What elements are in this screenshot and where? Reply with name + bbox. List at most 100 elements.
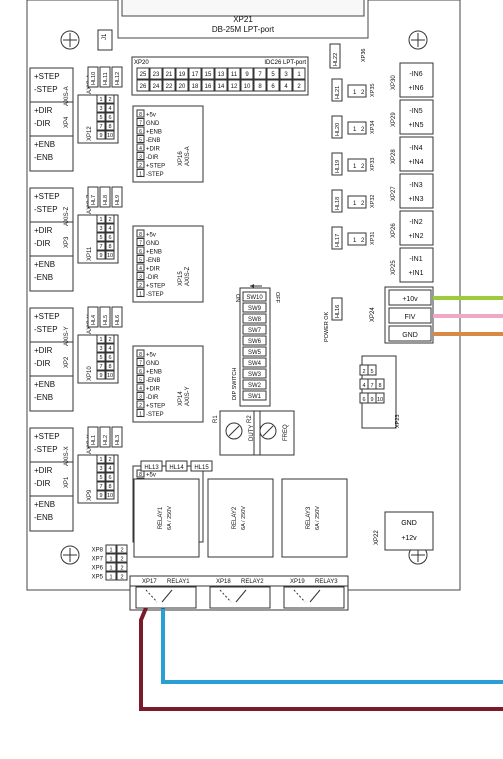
axis-pin-xp: XP12: [87, 126, 93, 141]
terminal-label: +DIR: [34, 226, 53, 235]
axis-pin: 9: [99, 133, 102, 139]
input-hl-label: HL19: [335, 160, 341, 173]
input-xp-label: XP26: [391, 223, 397, 238]
axis-pin: 3: [99, 466, 102, 472]
module-pin-label: +ENB: [146, 370, 162, 376]
axis-pin: 9: [99, 493, 102, 499]
input-side-xp: XP31: [370, 232, 376, 245]
module-pin-number: 6: [139, 249, 142, 255]
j1-label: J1: [102, 33, 108, 40]
relay-xp-label: XP17: [142, 579, 157, 585]
relay-xp-label: XP19: [290, 579, 305, 585]
input-label-neg: -IN6: [409, 71, 422, 78]
wires: [139, 296, 503, 711]
module-pin-label: -STEP: [146, 292, 164, 298]
dip-switch-item: SW9: [248, 306, 262, 312]
xp21-subtitle: DB-25M LPT-port: [212, 25, 275, 34]
axis-pin: 4: [108, 346, 111, 352]
input-label-neg: -IN2: [409, 219, 422, 226]
module-xp-label: XP16: [178, 151, 184, 166]
module-axis-label: AXIS-Y: [185, 386, 191, 406]
module-xp-label: XP14: [178, 391, 184, 406]
input-hl-label: HL21: [335, 86, 341, 99]
module-pin-number: 5: [139, 378, 142, 384]
axis-pin-xp: XP11: [87, 246, 93, 261]
xp20-pin: 2: [297, 84, 301, 90]
axis-side-xp: XP4: [64, 116, 70, 128]
axis-pin-xp: XP10: [87, 366, 93, 381]
input-side-xp: XP35: [370, 84, 376, 97]
module-pin-number: 7: [139, 121, 142, 127]
xp20-pin: 22: [166, 84, 173, 90]
dip-switch[interactable]: ON OFF DIP SWITCH SW10SW9SW8SW7SW6SW5SW4…: [232, 284, 280, 407]
relay-xp-name: RELAY3: [315, 579, 338, 585]
xp20-pin: 18: [192, 84, 199, 90]
axis-pin: 8: [108, 484, 111, 490]
hl-label: HL5: [103, 315, 109, 325]
xp20-pin: 16: [205, 84, 212, 90]
module-pin-label: +5v: [146, 233, 156, 239]
module-pin-number: 7: [139, 361, 142, 367]
dip-switch-item: SW6: [248, 339, 262, 345]
hl-label: HL9: [115, 195, 121, 205]
axis-pin: 2: [108, 97, 111, 103]
module-pin-label: +DIR: [146, 387, 161, 393]
small-xp-label: XP8: [92, 548, 104, 554]
xp20-pin: 5: [271, 72, 275, 78]
xp23-pin: 7: [370, 383, 373, 389]
relay-name: RELAY3: [306, 506, 312, 529]
axis-name: AXIS-A: [64, 86, 70, 106]
wire-maroon: [139, 607, 503, 711]
terminal-label: -DIR: [34, 239, 51, 248]
terminal-label: +ENB: [34, 260, 55, 269]
input-xp-label: XP25: [391, 260, 397, 275]
xp20-pin: 13: [218, 72, 225, 78]
dip-switch-item: SW8: [248, 317, 262, 323]
pot-name: R2: [247, 415, 253, 423]
xp20-pin: 17: [192, 72, 199, 78]
xp22-pin-12v: +12v: [401, 535, 417, 542]
module-pin-label: +STEP: [146, 284, 165, 290]
dip-switch-item: SW10: [246, 295, 263, 301]
input-pin: 2: [361, 90, 365, 96]
small-xp-pin: 2: [120, 566, 123, 572]
input-pin: 1: [353, 238, 357, 244]
terminal-label: +STEP: [34, 312, 60, 321]
module-pin-label: +DIR: [146, 147, 161, 153]
axis-pin: 6: [108, 355, 111, 361]
module-pin-number: 2: [139, 403, 142, 409]
axis-pin: 10: [107, 133, 113, 139]
module-pin-label: GND: [146, 241, 160, 247]
xp23-pin: 6: [362, 397, 365, 403]
input-pin: 2: [361, 164, 365, 170]
module-pin-number: 1: [139, 292, 142, 298]
axis-pin: 2: [108, 337, 111, 343]
hl-label: HL3: [115, 435, 121, 445]
module-pin-label: +STEP: [146, 164, 165, 170]
axis-pin: 9: [99, 373, 102, 379]
input-hl-label: HL17: [335, 234, 341, 247]
xp20-pin: 24: [153, 84, 160, 90]
terminal-label: +DIR: [34, 106, 53, 115]
axis-pin: 10: [107, 373, 113, 379]
small-xp-pin: 2: [120, 557, 123, 563]
xp20-pin: 4: [284, 84, 288, 90]
hl-label: HL2: [103, 435, 109, 445]
module-pin-label: +5v: [146, 113, 156, 119]
xp24-pin-label: FIV: [405, 314, 416, 321]
module-pin-number: 8: [139, 352, 142, 358]
xp20-pin: 26: [140, 84, 147, 90]
hl-label: HL10: [91, 72, 97, 85]
module-pin-label: +DIR: [146, 267, 161, 273]
relay-rating: 6A / 250V: [241, 506, 247, 530]
mounting-hole-icon: [60, 545, 80, 565]
hl-label: HL7: [91, 195, 97, 205]
terminal-label: -ENB: [34, 273, 53, 282]
module-pin-number: 8: [139, 232, 142, 238]
hl-label: HL4: [91, 315, 97, 325]
